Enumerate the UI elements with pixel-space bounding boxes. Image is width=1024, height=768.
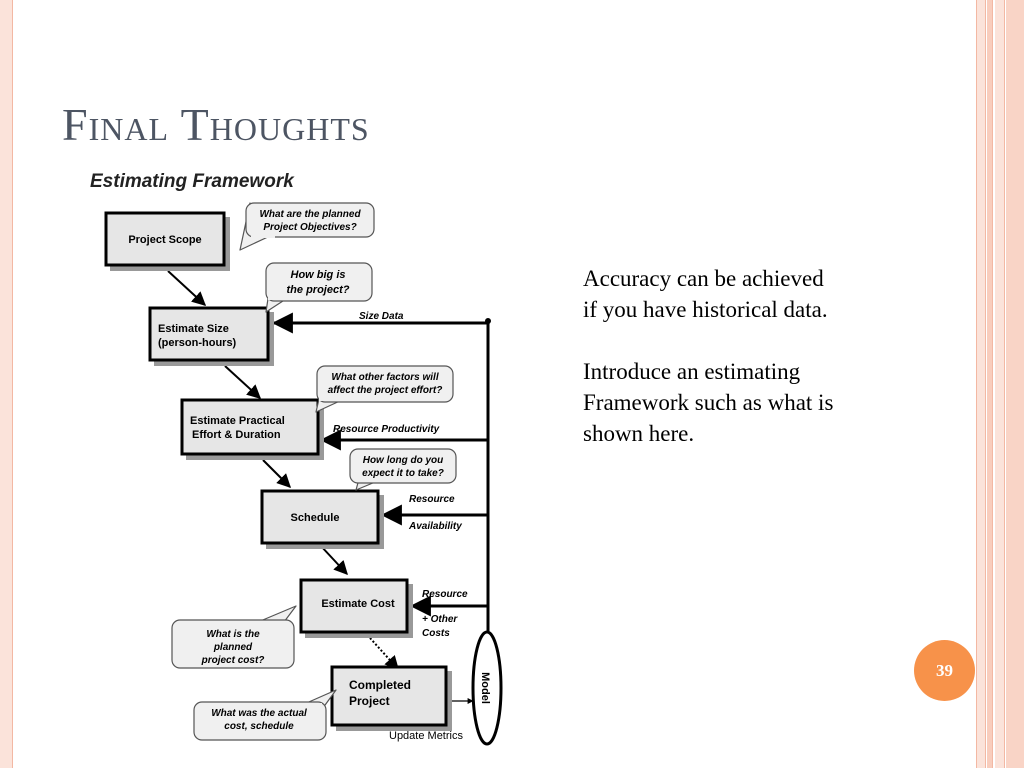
- left-frame-border: [0, 0, 13, 768]
- label-availability: Availability: [408, 521, 462, 532]
- svg-text:Project Scope: Project Scope: [128, 234, 201, 246]
- box-estimate-size: Estimate Size(person-hours): [148, 306, 274, 366]
- flow-arrow-5: [369, 637, 399, 671]
- flow-arrow-2: [224, 365, 262, 399]
- label-other-costs-1: + Other: [422, 614, 458, 625]
- svg-text:Schedule: Schedule: [291, 512, 340, 524]
- right-frame-border: [976, 0, 1024, 768]
- model-oval: [471, 630, 503, 746]
- box-project-scope: Project Scope: [104, 211, 230, 271]
- flow-arrow-4: [319, 544, 348, 576]
- page-number-badge: 39: [914, 640, 975, 701]
- svg-text:Estimate Size(person-hours): Estimate Size(person-hours): [158, 323, 237, 349]
- diagram-title: Estimating Framework: [90, 171, 295, 192]
- label-size-data: Size Data: [359, 311, 404, 322]
- label-resource-2: Resource: [422, 589, 468, 600]
- box-estimate-cost: Estimate Cost: [299, 578, 413, 638]
- label-update-metrics: Update Metrics: [389, 730, 463, 742]
- flow-arrow-3: [262, 459, 291, 488]
- label-resource-productivity: Resource Productivity: [333, 424, 440, 435]
- slide-title: Final Thoughts: [62, 99, 370, 150]
- body-paragraph-2: Introduce an estimating Framework such a…: [583, 359, 834, 446]
- flow-arrow-1: [167, 270, 207, 306]
- svg-text:Estimate Cost: Estimate Cost: [321, 598, 395, 610]
- model-label: Model: [479, 672, 491, 704]
- body-paragraph-1: Accuracy can be achieved if you have his…: [583, 266, 828, 322]
- estimating-framework-diagram: Estimating Framework Model Project Scope…: [90, 171, 503, 746]
- label-resource-1: Resource: [409, 494, 455, 505]
- box-schedule: Schedule: [260, 489, 384, 549]
- label-other-costs-2: Costs: [422, 628, 450, 639]
- slide-body: Accuracy can be achieved if you have his…: [583, 263, 843, 480]
